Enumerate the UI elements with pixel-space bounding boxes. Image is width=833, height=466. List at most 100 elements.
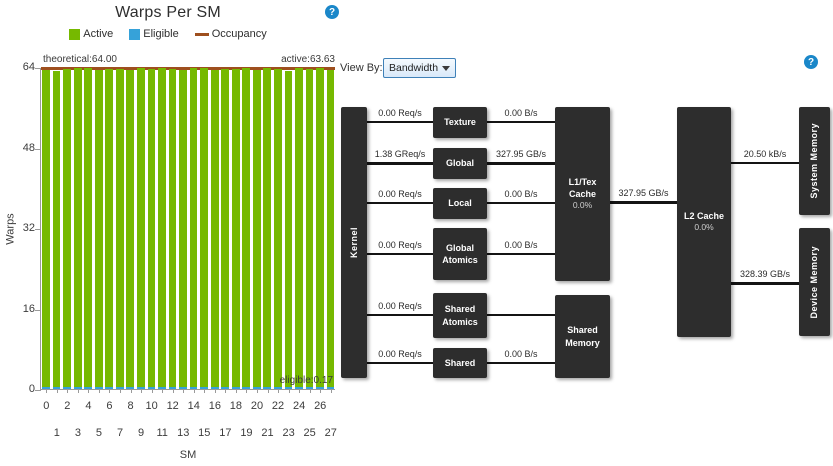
eligible-segment: [200, 387, 208, 389]
bar-sm-2: [63, 68, 71, 389]
legend-swatch-occupancy: [194, 32, 209, 36]
bar-sm-16: [210, 69, 219, 389]
bar-sm-4: [84, 68, 93, 389]
bar-sm-21: [263, 67, 272, 389]
edge-global-l1tex: [487, 161, 555, 165]
x-tick: [278, 389, 280, 393]
node-label: L1/Tex Cache: [568, 177, 597, 200]
y-tick: [35, 390, 41, 391]
bar-sm-3: [73, 67, 82, 389]
help-icon[interactable]: ?: [325, 5, 339, 19]
edge-label-kernel-texture: 0.00 Req/s: [378, 108, 422, 118]
x-axis-title: SM: [179, 449, 197, 461]
bar-sm-26: [316, 67, 324, 389]
chart-title: Warps Per SM: [115, 4, 221, 21]
bar-sm-12: [168, 68, 177, 389]
x-tick-label: 16: [208, 400, 221, 412]
x-tick: [67, 389, 69, 393]
node-kernel: Kernel: [341, 107, 367, 378]
eligible-segment: [94, 387, 103, 389]
bar-sm-17: [221, 68, 230, 389]
bar-sm-23: [284, 70, 293, 389]
edge-l2-device_memory: [731, 281, 799, 285]
node-label: System Memory: [809, 123, 820, 199]
help-icon[interactable]: ?: [804, 55, 818, 69]
x-tick: [309, 389, 311, 393]
edge-label-local-l1tex: 0.00 B/s: [504, 189, 538, 199]
node-label: Global Atomics: [442, 242, 478, 265]
edge-shared_atomics-shared_memory: [487, 314, 555, 316]
edge-label-kernel-local: 0.00 Req/s: [378, 189, 422, 199]
y-tick-label: 32: [22, 222, 35, 234]
node-label: Global: [445, 158, 474, 169]
x-tick: [225, 389, 227, 393]
node-label: Device Memory: [809, 245, 820, 319]
x-tick: [193, 389, 195, 393]
node-label: Texture: [444, 117, 476, 128]
x-tick: [141, 389, 143, 393]
bar-sm-22: [273, 69, 282, 389]
edge-l2-system_memory: [731, 162, 799, 164]
x-tick-label: 21: [261, 427, 274, 439]
eligible-segment: [158, 387, 166, 389]
edge-kernel-texture: [367, 121, 433, 123]
eligible-segment: [316, 387, 324, 389]
x-tick: [267, 389, 269, 393]
y-tick-label: 64: [22, 61, 35, 73]
bar-sm-0: [42, 69, 50, 389]
edge-l1tex-l2: [610, 200, 677, 204]
bar-sm-24: [295, 68, 303, 389]
eligible-segment: [115, 387, 124, 389]
eligible-segment: [189, 387, 198, 389]
x-tick-label: 9: [138, 427, 145, 439]
x-tick: [130, 389, 132, 393]
legend-item-eligible: Eligible: [129, 28, 179, 40]
legend-label: Occupancy: [211, 28, 267, 40]
x-tick-label: 15: [198, 427, 211, 439]
x-tick-label: 10: [145, 400, 158, 412]
annotation-theoretical: theoretical:64.00: [43, 54, 117, 65]
bar-sm-10: [147, 69, 156, 389]
edge-label-global-l1tex: 327.95 GB/s: [495, 149, 547, 159]
x-tick-label: 12: [166, 400, 179, 412]
annotation-eligible: eligible:0.17: [279, 375, 333, 386]
edge-label-l2-device_memory: 328.39 GB/s: [739, 269, 791, 279]
eligible-segment: [284, 387, 293, 389]
bar-sm-27: [326, 69, 335, 389]
node-shared_atomics: Shared Atomics: [433, 293, 487, 338]
x-tick-label: 27: [324, 427, 337, 439]
x-tick-label: 19: [240, 427, 253, 439]
edge-global_atomics-l1tex: [487, 253, 555, 255]
eligible-segment: [84, 387, 93, 389]
y-axis-title: Warps: [4, 212, 17, 245]
eligible-segment: [295, 387, 303, 389]
edge-kernel-shared_atomics: [367, 314, 433, 316]
x-tick-label: 11: [156, 427, 168, 439]
view-by-dropdown[interactable]: Bandwidth: [383, 58, 456, 78]
y-tick: [35, 148, 41, 150]
x-tick: [98, 389, 100, 393]
edge-texture-l1tex: [487, 121, 555, 123]
eligible-segment: [210, 387, 219, 389]
x-tick-label: 3: [74, 427, 81, 439]
bar-sm-20: [252, 70, 261, 389]
legend-label: Active: [83, 28, 114, 40]
eligible-segment: [63, 387, 71, 389]
eligible-segment: [147, 387, 156, 389]
node-device_memory: Device Memory: [799, 228, 830, 336]
x-tick-label: 23: [282, 427, 295, 439]
x-tick: [214, 389, 216, 393]
eligible-segment: [326, 387, 335, 389]
x-tick-label: 14: [187, 400, 200, 412]
eligible-segment: [179, 387, 187, 389]
x-tick: [172, 389, 174, 393]
node-label: Local: [448, 198, 472, 209]
bar-sm-15: [200, 67, 208, 389]
view-by-label: View By:: [340, 62, 383, 74]
y-tick: [35, 68, 41, 69]
occupancy-line: [41, 67, 335, 70]
eligible-segment: [273, 387, 282, 389]
edge-local-l1tex: [487, 202, 555, 204]
